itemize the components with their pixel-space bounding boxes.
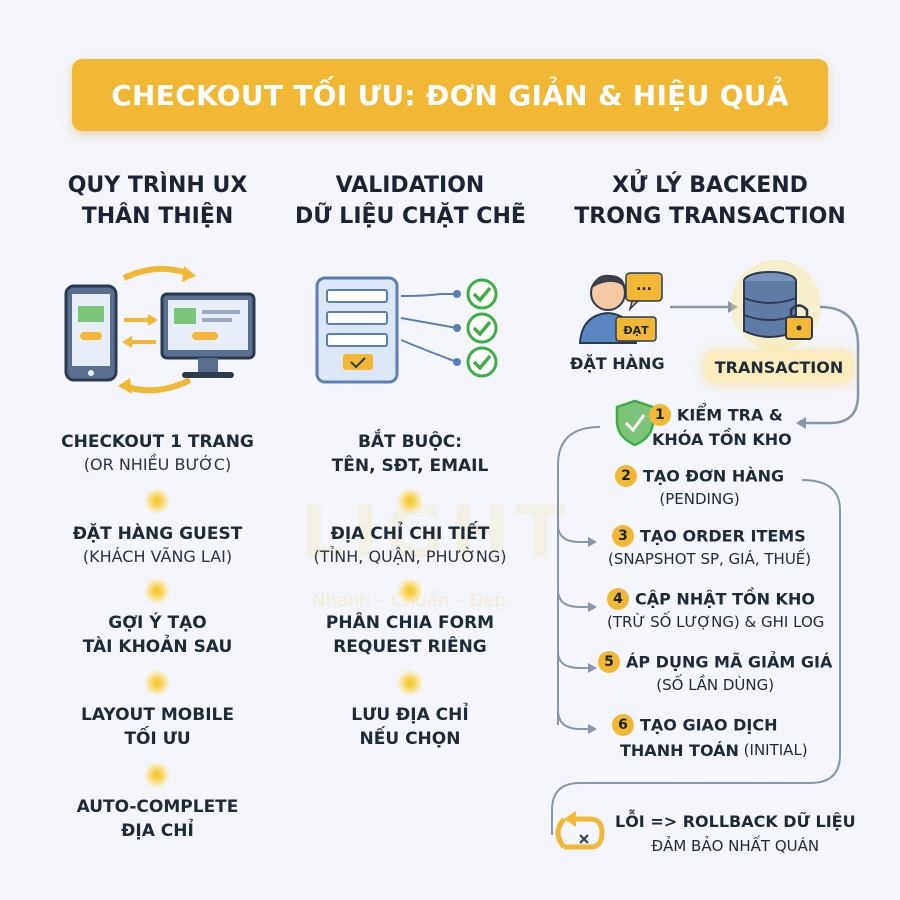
ux-item-4: LAYOUT MOBILE TỐI ƯU [40, 703, 275, 751]
validation-item-2-title: ĐỊA CHỈ CHI TIẾT [330, 524, 490, 544]
separator-dot [144, 670, 170, 696]
validation-item-4: LƯU ĐỊA CHỈ NẾU CHỌN [295, 703, 525, 751]
validation-item-3-title: PHÂN CHIA FORM [325, 613, 495, 633]
ux-item-2-sub: (KHÁCH VÃNG LAI) [82, 547, 233, 566]
step-4: 4 CẬP NHẬT TỒN KHO (TRỪ SỐ LƯỢNG) & GHI L… [607, 588, 824, 631]
page-title: CHECKOUT TỐI ƯU: ĐƠN GIẢN & HIỆU QUẢ [111, 78, 789, 112]
column-2-title-line1: VALIDATION [335, 173, 485, 198]
ux-item-3-title: GỢI Ý TẠO [108, 613, 207, 633]
column-2-title: VALIDATION DỮ LIỆU CHẶT CHẼ [295, 170, 526, 232]
column-2-title-line2: DỮ LIỆU CHẶT CHẼ [295, 204, 526, 229]
step-3-badge: 3 [612, 525, 634, 547]
ux-item-4-line2: TỐI ƯU [124, 729, 191, 749]
step-2-sub: (PENDING) [659, 490, 740, 508]
ux-item-2-title: ĐẶT HÀNG GUEST [72, 524, 243, 544]
step-4-sub: (TRỪ SỐ LƯỢNG) & GHI LOG [607, 613, 825, 631]
validation-item-2-sub: (TỈNH, QUẬN, PHƯỜNG) [313, 547, 507, 566]
mobile-desktop-sync-icon [64, 265, 256, 394]
error-title: LỖI => ROLLBACK DỮ LIỆU [615, 812, 856, 831]
ux-item-1: CHECKOUT 1 TRANG (OR NHIỀU BƯỚC) [40, 430, 275, 476]
separator-dot [144, 762, 170, 788]
step-4-badge: 4 [607, 588, 629, 610]
validation-item-1: BẮT BUỘC: TÊN, SĐT, EMAIL [295, 430, 525, 478]
column-3-title-line1: XỬ LÝ BACKEND [612, 173, 808, 198]
step-2-badge: 2 [615, 465, 637, 487]
form-checklist-icon [315, 276, 498, 384]
ux-item-5-line2: ĐỊA CHỈ [121, 821, 194, 841]
chat-text: ... [636, 278, 652, 294]
ux-item-2: ĐẶT HÀNG GUEST (KHÁCH VÃNG LAI) [40, 522, 275, 568]
step-2: 2 TẠO ĐƠN HÀNG (PENDING) [615, 465, 784, 508]
step-1-title: KIỂM TRA & [676, 405, 783, 425]
step-5-title: ÁP DỤNG MÃ GIẢM GIÁ [626, 652, 833, 672]
separator-dot [397, 578, 423, 604]
step-5-badge: 5 [598, 651, 620, 673]
ux-item-3-line2: TÀI KHOẢN SAU [82, 637, 233, 657]
ux-item-1-title: CHECKOUT 1 TRANG [61, 432, 254, 452]
ux-item-5-title: AUTO-COMPLETE [76, 797, 239, 817]
database-lock-icon [731, 260, 821, 350]
separator-dot [397, 670, 423, 696]
user-label: ĐẶT HÀNG [570, 354, 665, 373]
chat-bubble-icon: ... [625, 272, 663, 312]
error-sub: ĐẢM BẢO NHẤT QUÁN [651, 837, 820, 855]
validation-item-1-title: BẮT BUỘC: [357, 432, 463, 452]
backend-flow-graphics: ĐẠT ... [551, 260, 860, 850]
validation-item-4-line2: NẾU CHỌN [359, 729, 461, 749]
error-note: LỖI => ROLLBACK DỮ LIỆU ĐẢM BẢO NHẤT QUÁ… [615, 812, 856, 855]
validation-item-3: PHÂN CHIA FORM REQUEST RIÊNG [295, 611, 525, 659]
ux-item-3: GỢI Ý TẠO TÀI KHOẢN SAU [40, 611, 275, 659]
step-3-title: TẠO ORDER ITEMS [640, 526, 806, 546]
step-6-badge: 6 [612, 714, 634, 736]
separator-dot [397, 488, 423, 514]
separator-dot [144, 578, 170, 604]
step-6-suffix: (INITIAL) [738, 741, 808, 759]
column-3-title: XỬ LÝ BACKEND TRONG TRANSACTION [560, 170, 860, 232]
user-badge-text: ĐẠT [623, 324, 649, 337]
step-5: 5 ÁP DỤNG MÃ GIẢM GIÁ (SỐ LẦN DÙNG) [598, 651, 832, 694]
rollback-icon [555, 811, 605, 850]
step-5-sub: (SỐ LẦN DÙNG) [656, 676, 775, 694]
column-1-title-line1: QUY TRÌNH UX [67, 173, 248, 198]
step-6-title2: THANH TOÁN [620, 741, 739, 760]
transaction-label: TRANSACTION [706, 352, 852, 382]
step-6-title: TẠO GIAO DỊCH [640, 715, 778, 735]
step-1-title2: KHÓA TỒN KHO [652, 430, 792, 449]
separator-dot [144, 488, 170, 514]
validation-item-4-title: LƯU ĐỊA CHỈ [351, 705, 469, 725]
ux-item-1-sub: (OR NHIỀU BƯỚC) [83, 455, 232, 474]
validation-item-1-line2: TÊN, SĐT, EMAIL [331, 456, 489, 476]
ux-item-4-title: LAYOUT MOBILE [81, 705, 234, 725]
watermark: LIGHT [300, 490, 572, 574]
ux-item-5: AUTO-COMPLETE ĐỊA CHỈ [40, 795, 275, 843]
step-2-title: TẠO ĐƠN HÀNG [643, 466, 785, 486]
validation-item-3-line2: REQUEST RIÊNG [333, 637, 487, 657]
validation-item-2: ĐỊA CHỈ CHI TIẾT (TỈNH, QUẬN, PHƯỜNG) [295, 522, 525, 568]
column-1-title: QUY TRÌNH UX THÂN THIỆN [45, 170, 270, 232]
user-icon: ĐẠT [578, 274, 657, 344]
column-3-title-line2: TRONG TRANSACTION [574, 204, 846, 229]
step-1-badge: 1 [648, 404, 671, 426]
step-3: 3 TẠO ORDER ITEMS (SNAPSHOT SP, GIÁ, THUẾ… [608, 525, 811, 568]
step-6: 6 TẠO GIAO DỊCH THANH TOÁN (INITIAL) [612, 714, 808, 760]
step-3-sub: (SNAPSHOT SP, GIÁ, THUẾ) [608, 550, 812, 568]
step-4-title: CẬP NHẬT TỒN KHO [635, 589, 815, 609]
title-banner: CHECKOUT TỐI ƯU: ĐƠN GIẢN & HIỆU QUẢ [72, 59, 828, 131]
column-1-title-line2: THÂN THIỆN [81, 204, 234, 229]
shield-check-icon [615, 399, 655, 447]
